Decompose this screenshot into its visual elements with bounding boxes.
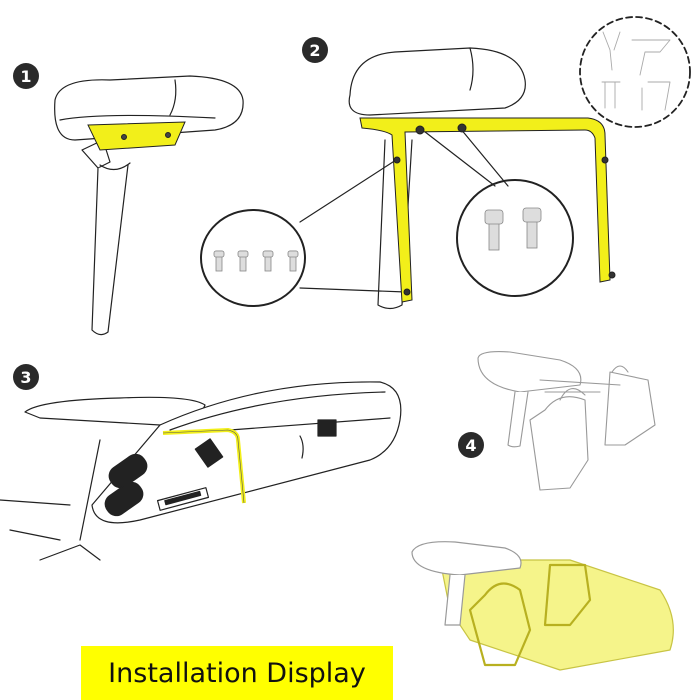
step2-saddle [348, 47, 526, 310]
bolts [484, 207, 542, 251]
small-screws [213, 250, 299, 272]
step4-mounted [411, 541, 674, 671]
step-1-badge: 1 [13, 63, 39, 89]
step4-cages [477, 351, 656, 491]
step-3-badge: 3 [13, 364, 39, 390]
step3-bag [0, 381, 402, 561]
installation-display-caption: Installation Display [81, 646, 393, 700]
step-2-badge: 2 [302, 37, 328, 63]
step-4-badge: 4 [458, 432, 484, 458]
step1-saddle [54, 75, 244, 336]
